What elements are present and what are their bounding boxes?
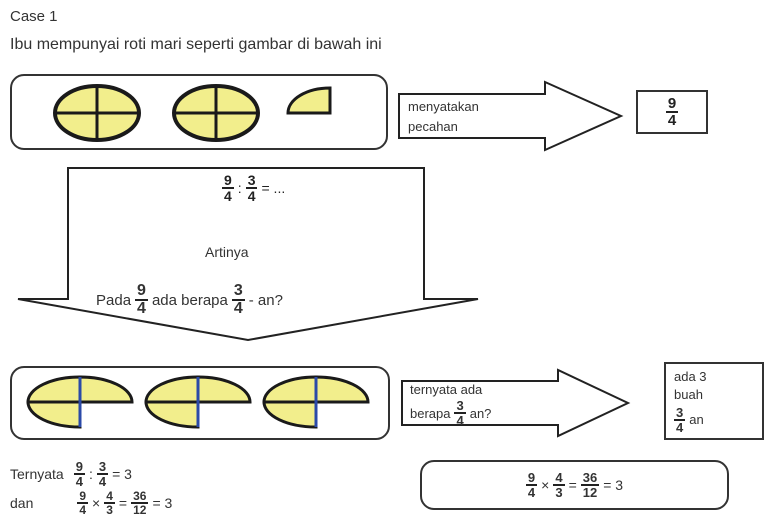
case-title: Case 1	[10, 8, 58, 25]
cakes-illustration-top	[53, 84, 332, 142]
full-cake-1	[53, 84, 141, 142]
arrow1-text: menyatakan pecahan	[408, 99, 479, 134]
cakes-illustration-bottom	[26, 375, 370, 429]
quarter-cake	[286, 86, 332, 115]
cakes-box-bottom	[10, 366, 390, 440]
three-quarter-cake-3	[262, 375, 370, 429]
big-down-arrow	[17, 167, 479, 342]
three-quarter-cake-2	[144, 375, 252, 429]
arrow-ternyata	[401, 368, 631, 438]
arrow-menyatakan	[398, 80, 624, 152]
artinya-label: Artinya	[205, 244, 249, 260]
three-quarter-cake-1	[26, 375, 134, 429]
full-cake-2	[172, 84, 260, 142]
cakes-box-top	[10, 74, 388, 150]
intro-text: Ibu mempunyai roti mari seperti gambar d…	[10, 36, 382, 53]
